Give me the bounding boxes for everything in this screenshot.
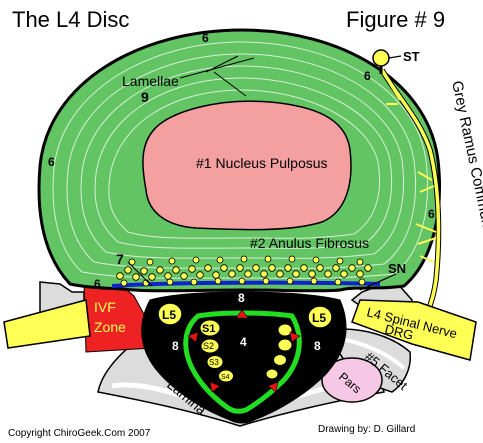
drawing-credit: Drawing by: D. Gillard bbox=[318, 424, 415, 435]
copyright: Copyright ChiroGeek.Com 2007 bbox=[8, 428, 151, 439]
cauda-equina-roots bbox=[199, 319, 293, 383]
ivf-zone bbox=[83, 281, 153, 353]
figure-number: Figure # 9 bbox=[346, 7, 445, 32]
label-st: ST bbox=[403, 49, 420, 64]
thecal-sac bbox=[183, 310, 302, 414]
label-l5-right: L5 bbox=[312, 311, 326, 325]
title: The L4 Disc bbox=[12, 7, 129, 32]
left-spinal-nerve bbox=[3, 299, 91, 349]
posterior-longitudinal-ligament bbox=[111, 280, 381, 288]
label-7: 7 bbox=[116, 251, 124, 267]
label-6-top-right: 6 bbox=[364, 69, 371, 83]
label-6-top: 6 bbox=[202, 31, 209, 45]
label-l5-left: L5 bbox=[162, 308, 176, 322]
l5-root-left bbox=[157, 302, 183, 326]
label-8-top: 8 bbox=[238, 291, 245, 305]
label-nucleus-pulposus: #1 Nucleus Pulposus bbox=[196, 155, 328, 171]
label-grey-ramus: Grey Ramus Communicans bbox=[448, 79, 483, 263]
label-7-pointer bbox=[127, 261, 153, 287]
st-pointer bbox=[388, 55, 402, 59]
label-drg: DRG bbox=[383, 321, 415, 343]
label-8-right: 8 bbox=[314, 339, 321, 353]
label-8-left: 8 bbox=[172, 339, 179, 353]
label-4-center: 4 bbox=[240, 335, 247, 349]
label-zone: Zone bbox=[94, 319, 126, 335]
nucleus-pulposus bbox=[142, 100, 352, 231]
label-6-left: 6 bbox=[48, 155, 55, 169]
sn-pointer bbox=[359, 273, 397, 291]
label-6-bottom-left: 6 bbox=[94, 277, 101, 291]
label-sn: SN bbox=[388, 261, 406, 276]
sympathetic-trunk-ganglion bbox=[372, 49, 390, 67]
label-lamellae: Lamellae bbox=[122, 73, 179, 89]
lamellae-pointers bbox=[179, 55, 255, 97]
label-s3: S3 bbox=[209, 358, 219, 367]
pars-region bbox=[321, 357, 383, 403]
label-s2: S2 bbox=[203, 341, 214, 351]
sinuvertebral-nerve-fibers bbox=[116, 255, 372, 287]
label-ivf: IVF bbox=[94, 299, 116, 315]
label-6-right: 6 bbox=[428, 207, 435, 221]
l5-root-right bbox=[307, 305, 333, 329]
label-s4: S4 bbox=[221, 374, 230, 381]
label-s1: S1 bbox=[202, 323, 215, 335]
l4-spinal-nerve bbox=[351, 299, 477, 361]
label-anulus-fibrosus: #2 Anulus Fibrosus bbox=[250, 235, 369, 251]
label-9: 9 bbox=[141, 89, 149, 105]
compression-arrows bbox=[187, 309, 301, 393]
